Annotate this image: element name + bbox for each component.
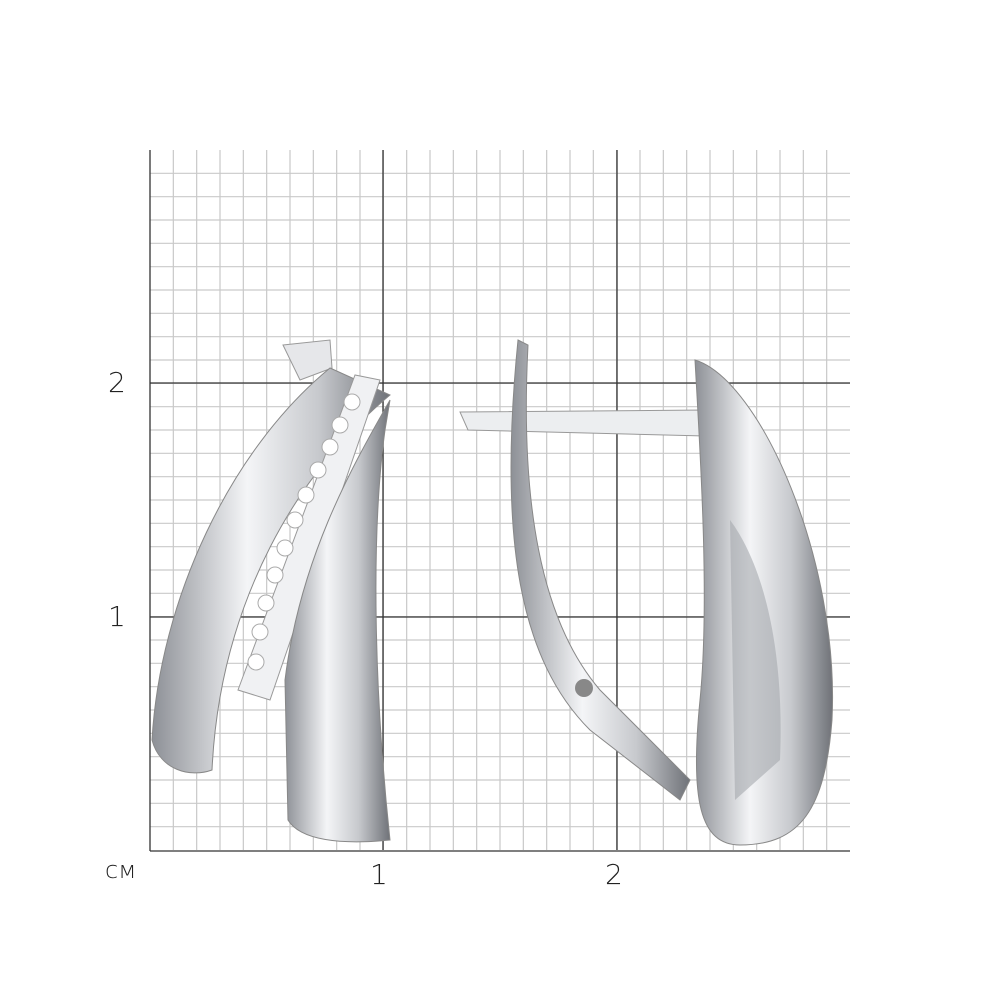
y-label-2: 2 <box>108 366 126 399</box>
unit-label: см <box>105 856 137 884</box>
x-label-1: 1 <box>370 858 388 891</box>
right-earring <box>459 339 834 846</box>
hinge-icon <box>575 679 593 697</box>
left-earring <box>151 339 391 843</box>
x-label-2: 2 <box>605 858 623 891</box>
y-label-1: 1 <box>108 600 126 633</box>
stones <box>247 393 361 671</box>
